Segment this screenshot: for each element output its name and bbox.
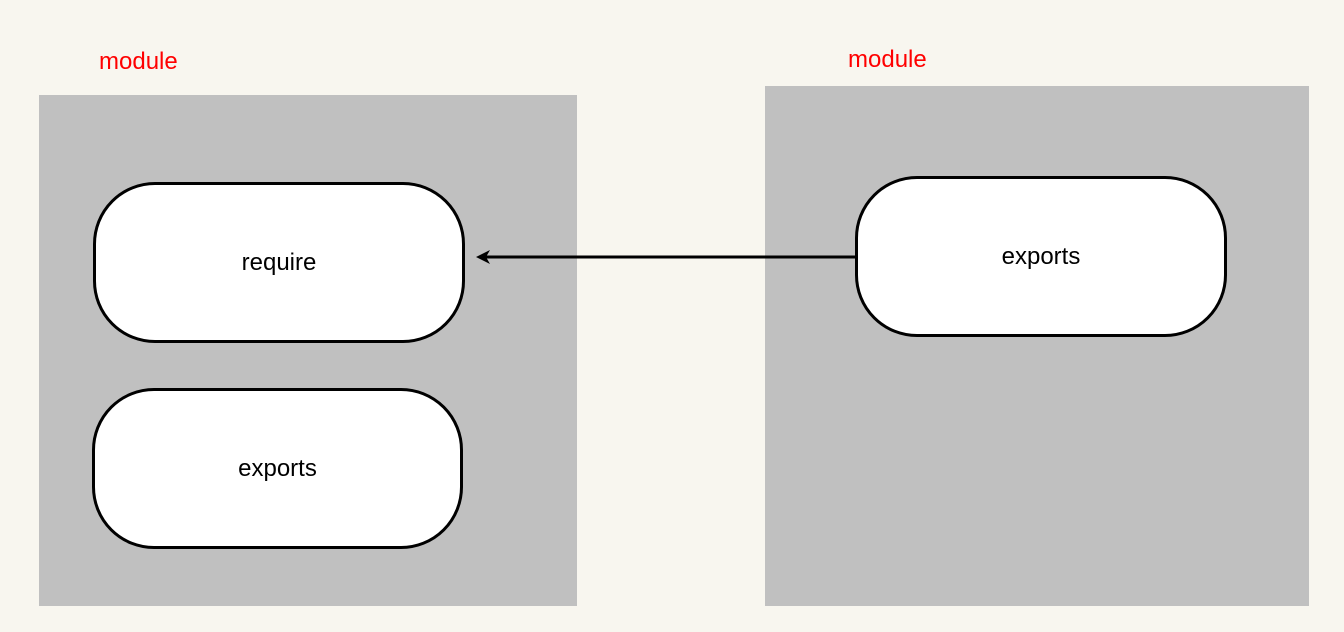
exports-node-right-label: exports	[1001, 242, 1081, 270]
require-node-label: require	[241, 248, 317, 276]
module-label-left: module	[99, 48, 178, 75]
module-label-right: module	[848, 46, 927, 73]
exports-node-left: exports	[92, 388, 463, 549]
module-box-right	[765, 86, 1309, 606]
exports-node-left-label: exports	[238, 454, 317, 482]
require-node: require	[93, 182, 465, 343]
exports-node-right: exports	[855, 176, 1227, 337]
